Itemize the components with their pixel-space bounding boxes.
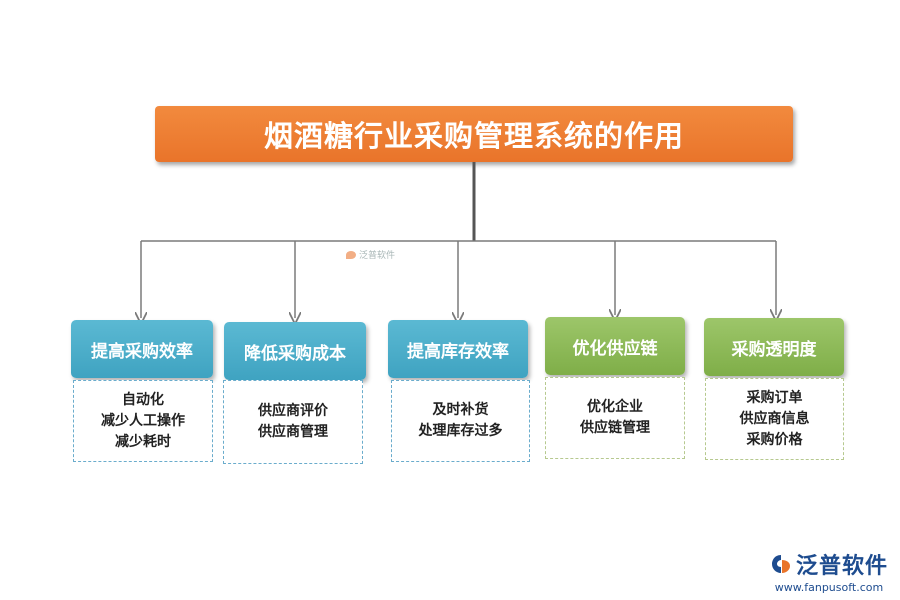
detail-box-5: 采购订单 供应商信息 采购价格	[705, 378, 844, 460]
detail-item: 自动化	[122, 391, 164, 408]
category-card-4: 优化供应链	[545, 317, 685, 375]
diagram-title: 烟酒糖行业采购管理系统的作用	[155, 106, 793, 162]
brand-logo-icon	[770, 553, 792, 575]
detail-box-2: 供应商评价 供应商管理	[223, 380, 363, 464]
brand-url: www.fanpusoft.com	[774, 581, 884, 594]
watermark-small: 泛普软件	[346, 248, 395, 261]
detail-item: 供应商信息	[739, 410, 810, 427]
detail-item: 减少耗时	[115, 433, 171, 450]
category-card-3: 提高库存效率	[388, 320, 528, 378]
detail-item: 采购价格	[746, 431, 803, 448]
detail-box-1: 自动化 减少人工操作 减少耗时	[73, 380, 213, 462]
detail-box-4: 优化企业 供应链管理	[545, 377, 685, 459]
detail-item: 供应商评价	[258, 403, 328, 419]
category-card-2: 降低采购成本	[224, 322, 366, 380]
detail-item: 供应商管理	[258, 424, 328, 440]
brand-name: 泛普软件	[796, 554, 889, 579]
detail-item: 供应链管理	[580, 420, 650, 436]
brand-logo: 泛普软件 www.fanpusoft.com	[770, 548, 888, 594]
category-card-1: 提高采购效率	[71, 320, 213, 378]
detail-box-3: 及时补货 处理库存过多	[391, 380, 530, 462]
watermark-logo-icon	[346, 250, 356, 259]
detail-item: 采购订单	[746, 389, 803, 406]
detail-item: 处理库存过多	[418, 423, 503, 439]
watermark-text: 泛普软件	[359, 251, 396, 261]
detail-item: 及时补货	[432, 402, 489, 418]
detail-item: 优化企业	[587, 399, 643, 415]
category-card-5: 采购透明度	[704, 318, 844, 376]
detail-item: 减少人工操作	[101, 412, 185, 429]
